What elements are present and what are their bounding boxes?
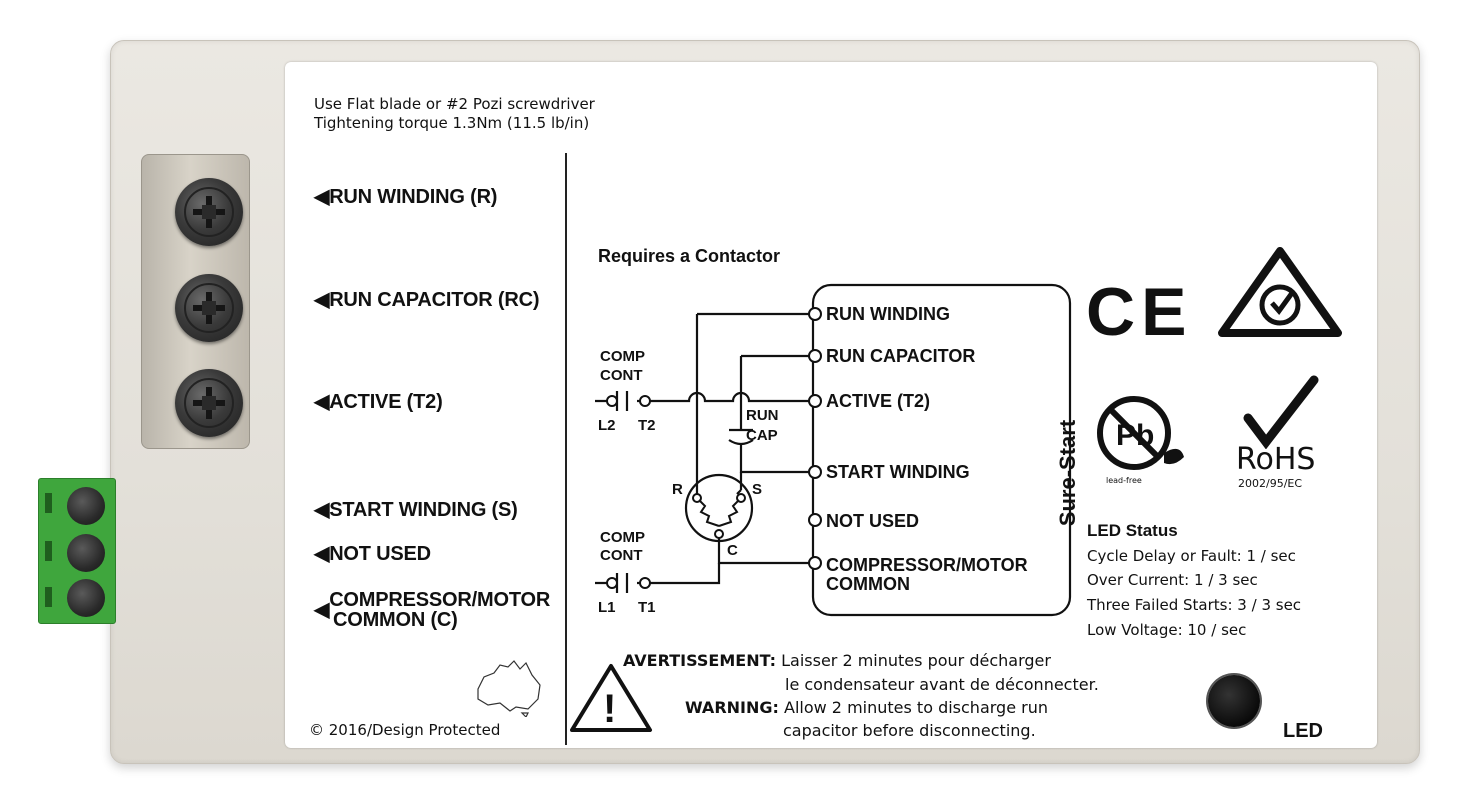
- contactor-title: CONT: [600, 547, 643, 564]
- led-label: LED: [1283, 720, 1323, 742]
- arrow-left-icon: ◀: [314, 599, 330, 621]
- arrow-left-icon: ◀: [314, 499, 330, 521]
- capacitor-label: RUN: [746, 407, 779, 424]
- terminal-screw-icon[interactable]: [67, 534, 105, 572]
- motor-terminal: C: [727, 542, 738, 559]
- pin-label: ACTIVE (T2): [826, 391, 931, 411]
- ce-mark-icon: CE: [1086, 274, 1193, 350]
- motor-terminal: R: [672, 481, 683, 498]
- terminal-label-run-capacitor: ◀RUN CAPACITOR (RC): [314, 289, 540, 311]
- lead-free-icon: Pb lead-free: [1097, 396, 1184, 485]
- pin-label: START WINDING: [826, 462, 970, 482]
- pin-label: RUN WINDING: [826, 304, 950, 324]
- terminal-label-not-used: ◀NOT USED: [314, 543, 431, 565]
- warning-symbol: !: [603, 687, 616, 731]
- pin-label: COMPRESSOR/MOTOR: [826, 555, 1028, 575]
- label-divider: [565, 153, 567, 745]
- status-led: [1208, 675, 1260, 727]
- product-label: [285, 62, 1377, 748]
- rohs-text: RoHS: [1236, 442, 1316, 477]
- led-status-row: Over Current: 1 / 3 sec: [1087, 571, 1258, 589]
- terminal-screw-icon[interactable]: [175, 369, 243, 437]
- capacitor-label: CAP: [746, 427, 778, 444]
- contactor-title: COMP: [600, 348, 645, 365]
- pin-label: NOT USED: [826, 511, 920, 531]
- australia-map-icon: [477, 660, 541, 717]
- terminal-label-run-winding: ◀RUN WINDING (R): [314, 186, 498, 208]
- terminal-screw-icon[interactable]: [175, 274, 243, 342]
- pb-text: Pb: [1116, 419, 1154, 452]
- instruction-line: Use Flat blade or #2 Pozi screwdriver: [314, 95, 595, 113]
- contactor-terminal: T2: [638, 417, 656, 434]
- contactor-terminal: L2: [598, 417, 616, 434]
- lead-free-text: lead-free: [1106, 476, 1142, 485]
- terminal-slot: [45, 587, 52, 607]
- terminal-slot: [45, 541, 52, 561]
- pin-label: RUN CAPACITOR: [826, 346, 976, 366]
- arrow-left-icon: ◀: [314, 543, 330, 565]
- terminal-screw-icon[interactable]: [67, 487, 105, 525]
- copyright-text: © 2016/Design Protected: [309, 721, 501, 739]
- terminal-label-common-line2: COMMON (C): [333, 609, 458, 631]
- contactor-title: COMP: [600, 529, 645, 546]
- terminal-label-common: ◀COMPRESSOR/MOTOR: [314, 589, 551, 621]
- rohs-check-icon: [1243, 375, 1319, 449]
- warning-fr-line2: le condensateur avant de déconnecter.: [785, 675, 1099, 694]
- arrow-left-icon: ◀: [314, 289, 330, 311]
- warning-en-line1: WARNING: Allow 2 minutes to discharge ru…: [685, 698, 1048, 717]
- led-status-row: Three Failed Starts: 3 / 3 sec: [1087, 596, 1302, 614]
- wiring-diagram: [595, 283, 1072, 617]
- led-status-row: Low Voltage: 10 / sec: [1087, 621, 1247, 639]
- motor-terminal: S: [752, 481, 763, 498]
- pin-label: COMMON: [826, 574, 910, 594]
- contactor-terminal: T1: [638, 599, 656, 616]
- terminal-screw-icon[interactable]: [175, 178, 243, 246]
- diagram-title: Requires a Contactor: [598, 246, 781, 266]
- sure-start-box-label: Sure-Start: [1055, 419, 1081, 527]
- led-status-title: LED Status: [1087, 521, 1178, 540]
- terminal-label-active: ◀ACTIVE (T2): [314, 391, 443, 413]
- terminal-screw-icon[interactable]: [67, 579, 105, 617]
- terminal-slot: [45, 493, 52, 513]
- contactor-terminal: L1: [598, 599, 616, 616]
- contactor-title: CONT: [600, 367, 643, 384]
- terminal-label-start-winding: ◀START WINDING (S): [314, 499, 518, 521]
- arrow-left-icon: ◀: [314, 186, 330, 208]
- rcm-mark-icon: [1218, 247, 1342, 337]
- warning-triangle-icon: !: [570, 664, 652, 732]
- rohs-code: 2002/95/EC: [1238, 477, 1303, 490]
- arrow-left-icon: ◀: [314, 391, 330, 413]
- warning-en-line2: capacitor before disconnecting.: [783, 721, 1036, 740]
- warning-fr-line1: AVERTISSEMENT: Laisser 2 minutes pour dé…: [623, 651, 1051, 670]
- instruction-line: Tightening torque 1.3Nm (11.5 lb/in): [314, 114, 590, 132]
- led-status-row: Cycle Delay or Fault: 1 / sec: [1087, 547, 1296, 565]
- green-terminal-block: [38, 478, 116, 624]
